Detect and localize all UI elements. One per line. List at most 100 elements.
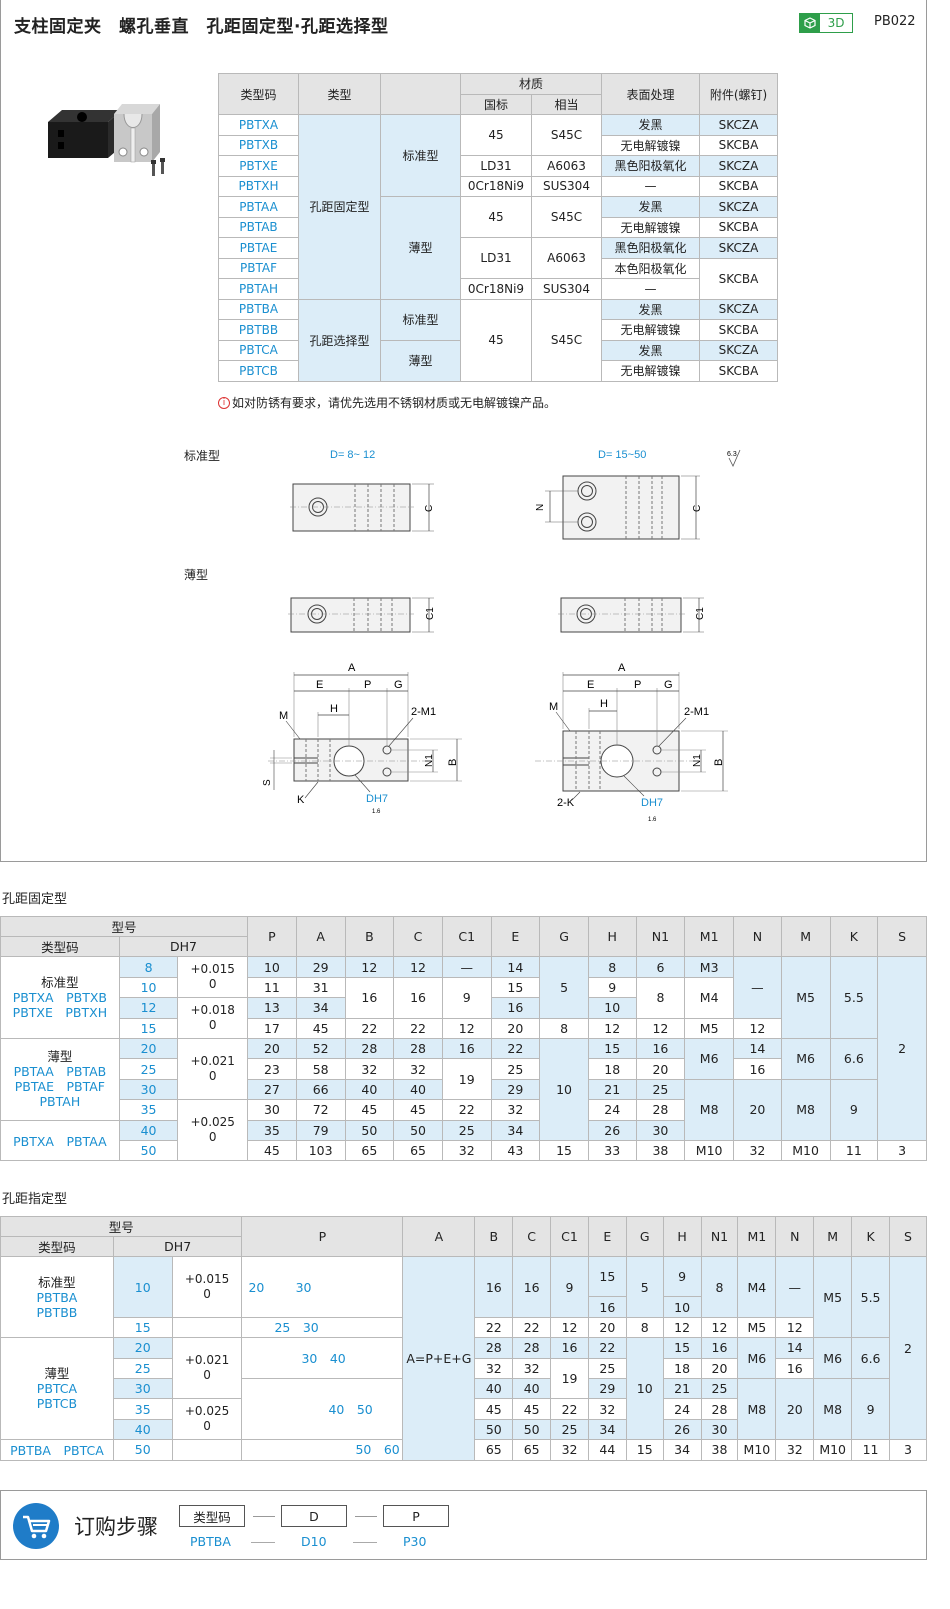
header-material: 材质 — [460, 73, 602, 95]
dim-A: A — [348, 662, 356, 674]
group-codes-link[interactable]: PBTXA PBTXB — [12, 990, 108, 1006]
dim-roughness: 1.6 — [648, 817, 657, 823]
type-code-link[interactable]: PBTXH — [218, 175, 299, 197]
cell: M6 — [737, 1337, 777, 1379]
material-cell: S45C — [531, 196, 602, 238]
group-name: 标准型 — [41, 975, 79, 991]
d-value[interactable]: 25 — [118, 1058, 179, 1080]
cell: M4 — [737, 1256, 777, 1318]
d-value[interactable]: 20 — [112, 1337, 173, 1359]
cell: — — [441, 956, 492, 978]
group-codes-link[interactable]: PBTXA PBTAA — [0, 1119, 120, 1162]
cell: 2 — [877, 956, 927, 1141]
cell: 34 — [662, 1439, 702, 1461]
type-code-link[interactable]: PBTBA — [218, 298, 299, 320]
d-value[interactable]: 40 — [118, 1119, 179, 1141]
d-value[interactable]: 25 — [112, 1357, 173, 1379]
cell: 34 — [587, 1418, 627, 1441]
group-codes-link[interactable]: PBTBA — [36, 1289, 78, 1305]
cell: 45 — [474, 1398, 514, 1420]
group-cell: 标准型 PBTBA PBTBB — [0, 1256, 114, 1339]
material-cell: 45 — [460, 196, 532, 238]
col-header: H — [662, 1215, 702, 1258]
cell: 45 — [393, 1099, 443, 1121]
cell: 32 — [587, 1398, 627, 1420]
group-codes-link[interactable]: PBTAH — [39, 1094, 81, 1110]
d-value[interactable]: 50 — [112, 1439, 173, 1461]
d-value[interactable]: 35 — [112, 1398, 173, 1420]
d-value[interactable]: 8 — [118, 956, 179, 978]
cell: 16 — [733, 1058, 782, 1080]
dim-DH7: DH7 — [366, 793, 388, 805]
type-cell: 孔距选择型 — [298, 298, 381, 382]
d-value[interactable]: 15 — [118, 1017, 179, 1039]
type-code-link[interactable]: PBTAB — [218, 216, 299, 238]
cell: 22 — [512, 1316, 552, 1339]
d-value[interactable]: 15 — [112, 1316, 173, 1339]
screw-cell: SKCBA — [699, 134, 778, 156]
3d-badge-button[interactable]: 3D — [799, 13, 853, 33]
col-header: C — [393, 915, 443, 958]
surface-cell: — — [601, 278, 700, 300]
dim-DH7: DH7 — [641, 797, 663, 809]
type-code-link[interactable]: PBTBB — [218, 319, 299, 341]
d-value[interactable]: 10 — [112, 1256, 173, 1318]
type-code-link[interactable]: PBTXA — [218, 114, 299, 136]
group-codes-link[interactable]: PBTCA — [36, 1381, 78, 1397]
d-value[interactable]: 10 — [118, 976, 179, 999]
cell: 66 — [295, 1078, 346, 1101]
cell: 25 — [441, 1119, 492, 1141]
group-codes-link[interactable]: PBTXE PBTXH — [12, 1005, 108, 1021]
d-value[interactable]: 50 — [118, 1139, 179, 1162]
cell: 11 — [829, 1139, 879, 1162]
rust-note: i 如对防锈有要求，请优先选用不锈钢材质或无电解镀镍产品。 — [218, 394, 556, 411]
type-code-link[interactable]: PBTAH — [218, 278, 299, 300]
surface-cell: 发黑 — [601, 298, 700, 320]
group-name: 薄型 — [47, 1049, 73, 1065]
cell: 25 — [635, 1078, 686, 1101]
d-value[interactable]: 12 — [118, 997, 179, 1019]
cell: M6 — [684, 1037, 735, 1080]
dim-K: K — [297, 794, 305, 806]
type-code-link[interactable]: PBTAF — [218, 257, 299, 279]
d-value[interactable]: 40 — [112, 1418, 173, 1441]
p-options-cell: 50 60 — [241, 1439, 404, 1461]
group-codes-link[interactable]: PBTBB — [36, 1304, 78, 1320]
type-code-link[interactable]: PBTXB — [218, 134, 299, 156]
col-header: M1 — [684, 915, 735, 958]
d-value[interactable]: 35 — [118, 1099, 179, 1121]
cell: 16 — [512, 1256, 552, 1318]
group-codes-link[interactable]: PBTCB — [36, 1396, 78, 1412]
header-dh7: DH7 — [118, 935, 249, 958]
d-value[interactable]: 20 — [118, 1037, 179, 1060]
type-code-link[interactable]: PBTXE — [218, 155, 299, 177]
cell: 10 — [662, 1296, 702, 1318]
cell: 22 — [490, 1037, 541, 1060]
col-header: K — [829, 915, 879, 958]
label-standard: 标准型 — [184, 449, 221, 463]
cell: 9 — [550, 1256, 589, 1318]
cell: 12 — [775, 1316, 815, 1339]
d-value[interactable]: 30 — [112, 1377, 173, 1400]
group-codes-link[interactable]: PBTAE PBTAF — [14, 1079, 105, 1095]
group-codes-link[interactable]: PBTBA PBTCA — [0, 1439, 114, 1461]
cell: 8 — [700, 1256, 739, 1318]
type-code-link[interactable]: PBTCA — [218, 339, 299, 361]
dim-P: P — [634, 679, 641, 691]
cell: M5 — [813, 1256, 853, 1339]
d-value[interactable]: 30 — [118, 1078, 179, 1101]
cell: 22 — [550, 1398, 589, 1420]
cell: M8 — [780, 1078, 831, 1141]
type-code-link[interactable]: PBTCB — [218, 360, 299, 382]
type-code-link[interactable]: PBTAE — [218, 237, 299, 259]
surface-cell: — — [601, 175, 700, 197]
dim-C1: C1 — [425, 607, 436, 620]
cell: 38 — [635, 1139, 686, 1162]
3d-label: 3D — [827, 16, 845, 30]
type-code-link[interactable]: PBTAA — [218, 196, 299, 218]
surface-cell: 本色阳极氧化 — [601, 257, 700, 279]
cell: 50 — [512, 1418, 552, 1441]
cell: — — [775, 1256, 815, 1318]
group-codes-link[interactable]: PBTAA PBTAB — [13, 1064, 107, 1080]
